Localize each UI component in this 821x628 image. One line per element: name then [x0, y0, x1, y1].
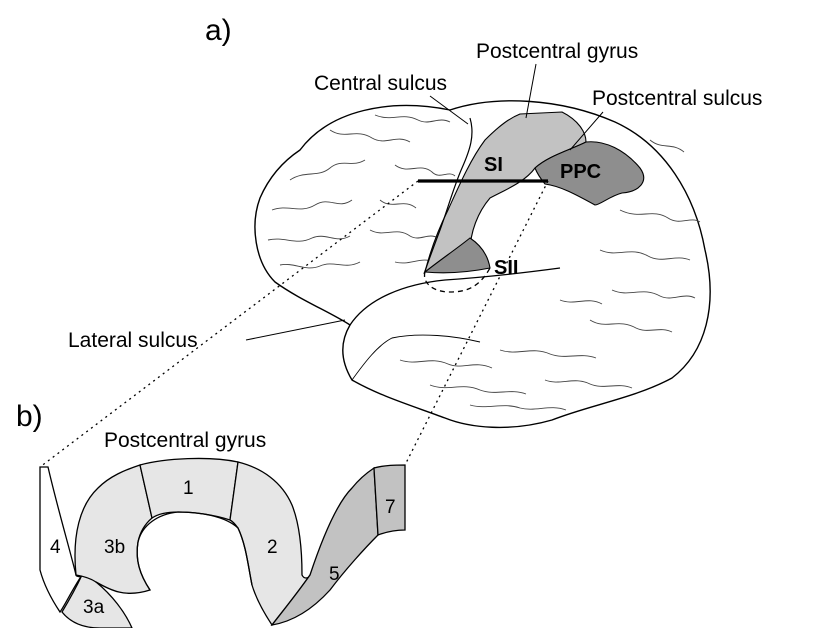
label-sii: SII — [494, 257, 518, 279]
area-label-1: 1 — [183, 478, 194, 499]
panel-b-label: b) — [16, 400, 43, 433]
panel-b-title: Postcentral gyrus — [104, 429, 266, 452]
label-postcentral-sulcus: Postcentral sulcus — [592, 87, 762, 110]
label-central-sulcus: Central sulcus — [314, 72, 447, 95]
panel-a-label: a) — [205, 14, 232, 47]
area-label-3a: 3a — [83, 597, 105, 618]
label-lateral-sulcus: Lateral sulcus — [68, 329, 198, 352]
leader-lateral-sulcus — [246, 320, 345, 340]
label-ppc: PPC — [560, 161, 601, 183]
area-3b-region — [75, 465, 152, 593]
label-si: SI — [484, 154, 503, 176]
area-label-7: 7 — [385, 497, 396, 518]
area-label-2: 2 — [267, 537, 278, 558]
label-postcentral-gyrus-a: Postcentral gyrus — [476, 40, 638, 63]
area-label-3b: 3b — [104, 537, 125, 558]
area-label-5: 5 — [329, 564, 340, 585]
brain-lateral-view — [255, 101, 710, 428]
area-label-4: 4 — [50, 537, 61, 558]
